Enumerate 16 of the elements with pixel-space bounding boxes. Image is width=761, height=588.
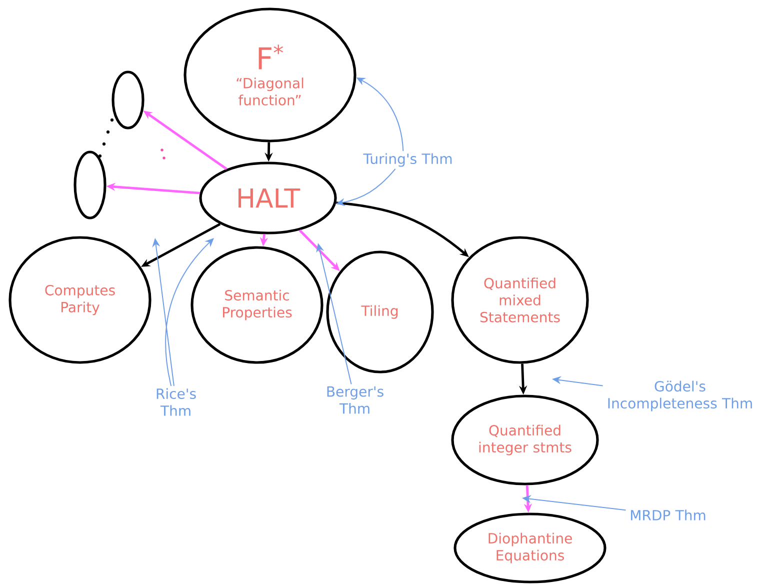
theorem-label: MRDP Thm: [631, 510, 706, 520]
ellipse-node: Quantified mixed Statements: [451, 236, 589, 364]
theorem-label: Gödel's Incompleteness Thm: [608, 380, 752, 412]
ellipse-node: Diophantine Equations: [454, 512, 606, 584]
theorem-label: Turing's Thm: [363, 153, 452, 167]
ellipse-node: Computes Parity: [8, 236, 152, 364]
empty-ellipse: [74, 150, 106, 220]
leader-line: [165, 238, 214, 386]
theorem-label: Rice's Thm: [156, 388, 196, 416]
ellipse-node: HALT: [199, 162, 337, 234]
ellipse-node: Semantic Properties: [190, 246, 324, 364]
ellipse-node: F$^{*}$ “Diagonal function”: [184, 8, 356, 142]
ellipse-node: Quantified integer stmts: [451, 394, 599, 486]
theorem-label: Berger's Thm: [327, 386, 384, 414]
ellipse-node: Tiling: [326, 250, 434, 374]
empty-ellipse: [112, 70, 144, 130]
